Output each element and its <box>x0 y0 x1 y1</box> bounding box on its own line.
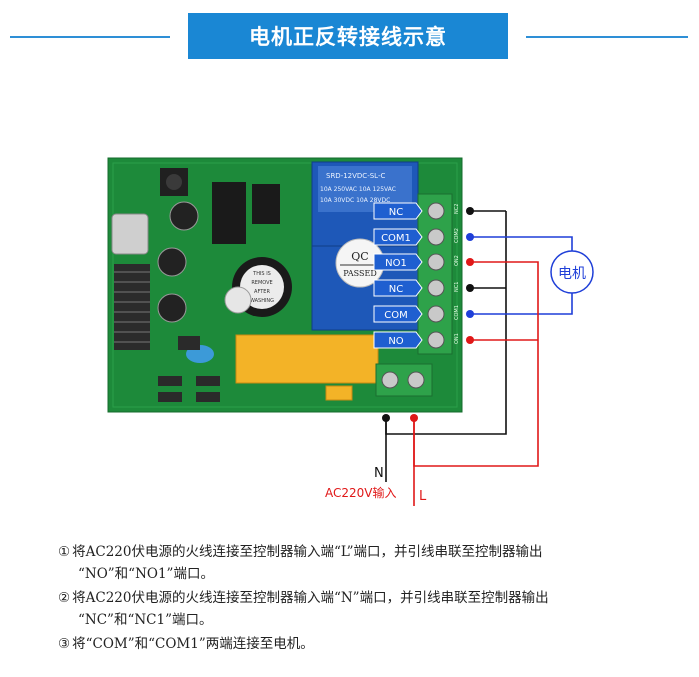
terminal-screw-com1 <box>427 305 445 323</box>
pcb-mark-nc1: NC1 <box>454 282 460 292</box>
dot-input-n <box>382 414 390 422</box>
input-screw-n <box>381 371 399 389</box>
terminal-label-com1: COM1 <box>381 233 411 244</box>
relay-top-line-3: 10A 30VDC 10A 28VDC <box>320 197 390 204</box>
ic-chip-2 <box>252 184 280 224</box>
note-2-number: ② <box>58 590 71 606</box>
buzzer-text-4: WASHING <box>250 298 274 304</box>
terminal-tag-com <box>373 305 423 323</box>
output-terminal-block <box>417 193 453 355</box>
electrolytic-cap-3 <box>157 293 187 323</box>
terminal-label-nc-top: NC <box>389 207 403 218</box>
antenna-coil-turns <box>114 271 150 343</box>
pcb-board-inner <box>112 162 458 408</box>
terminal-tags <box>373 202 423 349</box>
qc-sticker-top: QC <box>351 250 368 263</box>
ac-input-label: AC220V输入 <box>325 485 397 500</box>
buzzer-text-3: AFTER <box>254 289 270 295</box>
note-2-continuation: “NC”和“NC1”端口。 <box>78 612 213 628</box>
l-label: L <box>419 489 427 504</box>
dot-nc-top <box>466 207 474 215</box>
header-title-box: 电机正反转接线示意 <box>188 13 508 59</box>
yellow-capacitor <box>235 334 379 384</box>
diode-4 <box>196 392 220 402</box>
dot-nc-bottom <box>466 284 474 292</box>
buzzer-text-1: THIS IS <box>252 271 271 277</box>
pcb-mark-com1: COM1 <box>454 305 460 320</box>
motor-label: 电机 <box>558 266 586 282</box>
terminal-label-no: NO <box>388 336 403 347</box>
note-2-text: 将AC220伏电源的火线连接至控制器输入端“N”端口，并引线串联至控制器输出 <box>72 590 549 606</box>
header-right-line <box>526 36 688 38</box>
push-button-cap <box>166 174 182 190</box>
diode-3 <box>196 376 220 386</box>
terminal-tag-nc-bottom <box>373 279 423 297</box>
note-1-text: 将AC220伏电源的火线连接至控制器输入端“L”端口，并引线串联至控制器输出 <box>72 544 543 560</box>
blue-wire-com <box>470 293 573 315</box>
terminal-screw-nc2 <box>427 202 445 220</box>
terminal-label-nc-bottom: NC <box>389 284 403 295</box>
header-left-line <box>10 36 170 38</box>
terminal-tag-com1 <box>373 228 423 246</box>
note-3-text: 将“COM”和“COM1”两端连接至电机。 <box>72 636 314 652</box>
terminal-screw-on1 <box>427 331 445 349</box>
input-screw-l <box>407 371 425 389</box>
dot-no <box>466 336 474 344</box>
diode-1 <box>158 376 182 386</box>
dot-input-l <box>410 414 418 422</box>
electrolytic-cap-2 <box>157 247 187 277</box>
terminal-screw-nc1 <box>427 279 445 297</box>
pcb-mark-com2: COM2 <box>454 228 460 243</box>
terminal-label-no1: NO1 <box>385 258 407 269</box>
terminal-screws <box>427 202 445 349</box>
pcb-mark-nc2: NC2 <box>454 204 460 214</box>
note-1-number: ① <box>58 544 71 560</box>
electrolytic-cap-1 <box>169 201 199 231</box>
terminal-tag-no <box>373 331 423 349</box>
dot-no1 <box>466 258 474 266</box>
ic-chip-1 <box>212 182 246 244</box>
wire-dots <box>382 207 474 422</box>
diode-2 <box>158 392 182 402</box>
blue-wire-com1 <box>470 236 573 251</box>
qc-sticker-bottom: PASSED <box>343 269 377 278</box>
dot-com <box>466 310 474 318</box>
terminal-label-com: COM <box>384 310 407 321</box>
relay-top-line-2: 10A 250VAC 10A 125VAC <box>320 186 396 193</box>
pcb-mark-on2: ON2 <box>454 255 460 266</box>
buzzer-text-2: REMOVE <box>251 280 272 286</box>
mosfet <box>178 336 200 350</box>
white-cap <box>224 286 252 314</box>
n-label: N <box>374 466 384 481</box>
terminal-screw-on2 <box>427 253 445 271</box>
yellow-capacitor-small <box>325 385 353 401</box>
terminal-tag-nc-top <box>373 202 423 220</box>
relay-top-line-1: SRD-12VDC-SL-C <box>326 172 385 180</box>
page-title: 电机正反转接线示意 <box>249 25 447 49</box>
terminal-tag-no1 <box>373 253 423 271</box>
antenna-coil <box>114 264 150 350</box>
note-3-number: ③ <box>58 636 71 652</box>
pcb-mark-on1: ON1 <box>454 333 460 344</box>
terminal-screw-com2 <box>427 228 445 246</box>
note-1-continuation: “NO”和“NO1”端口。 <box>78 566 214 582</box>
crystal <box>111 213 149 255</box>
dot-com1 <box>466 233 474 241</box>
